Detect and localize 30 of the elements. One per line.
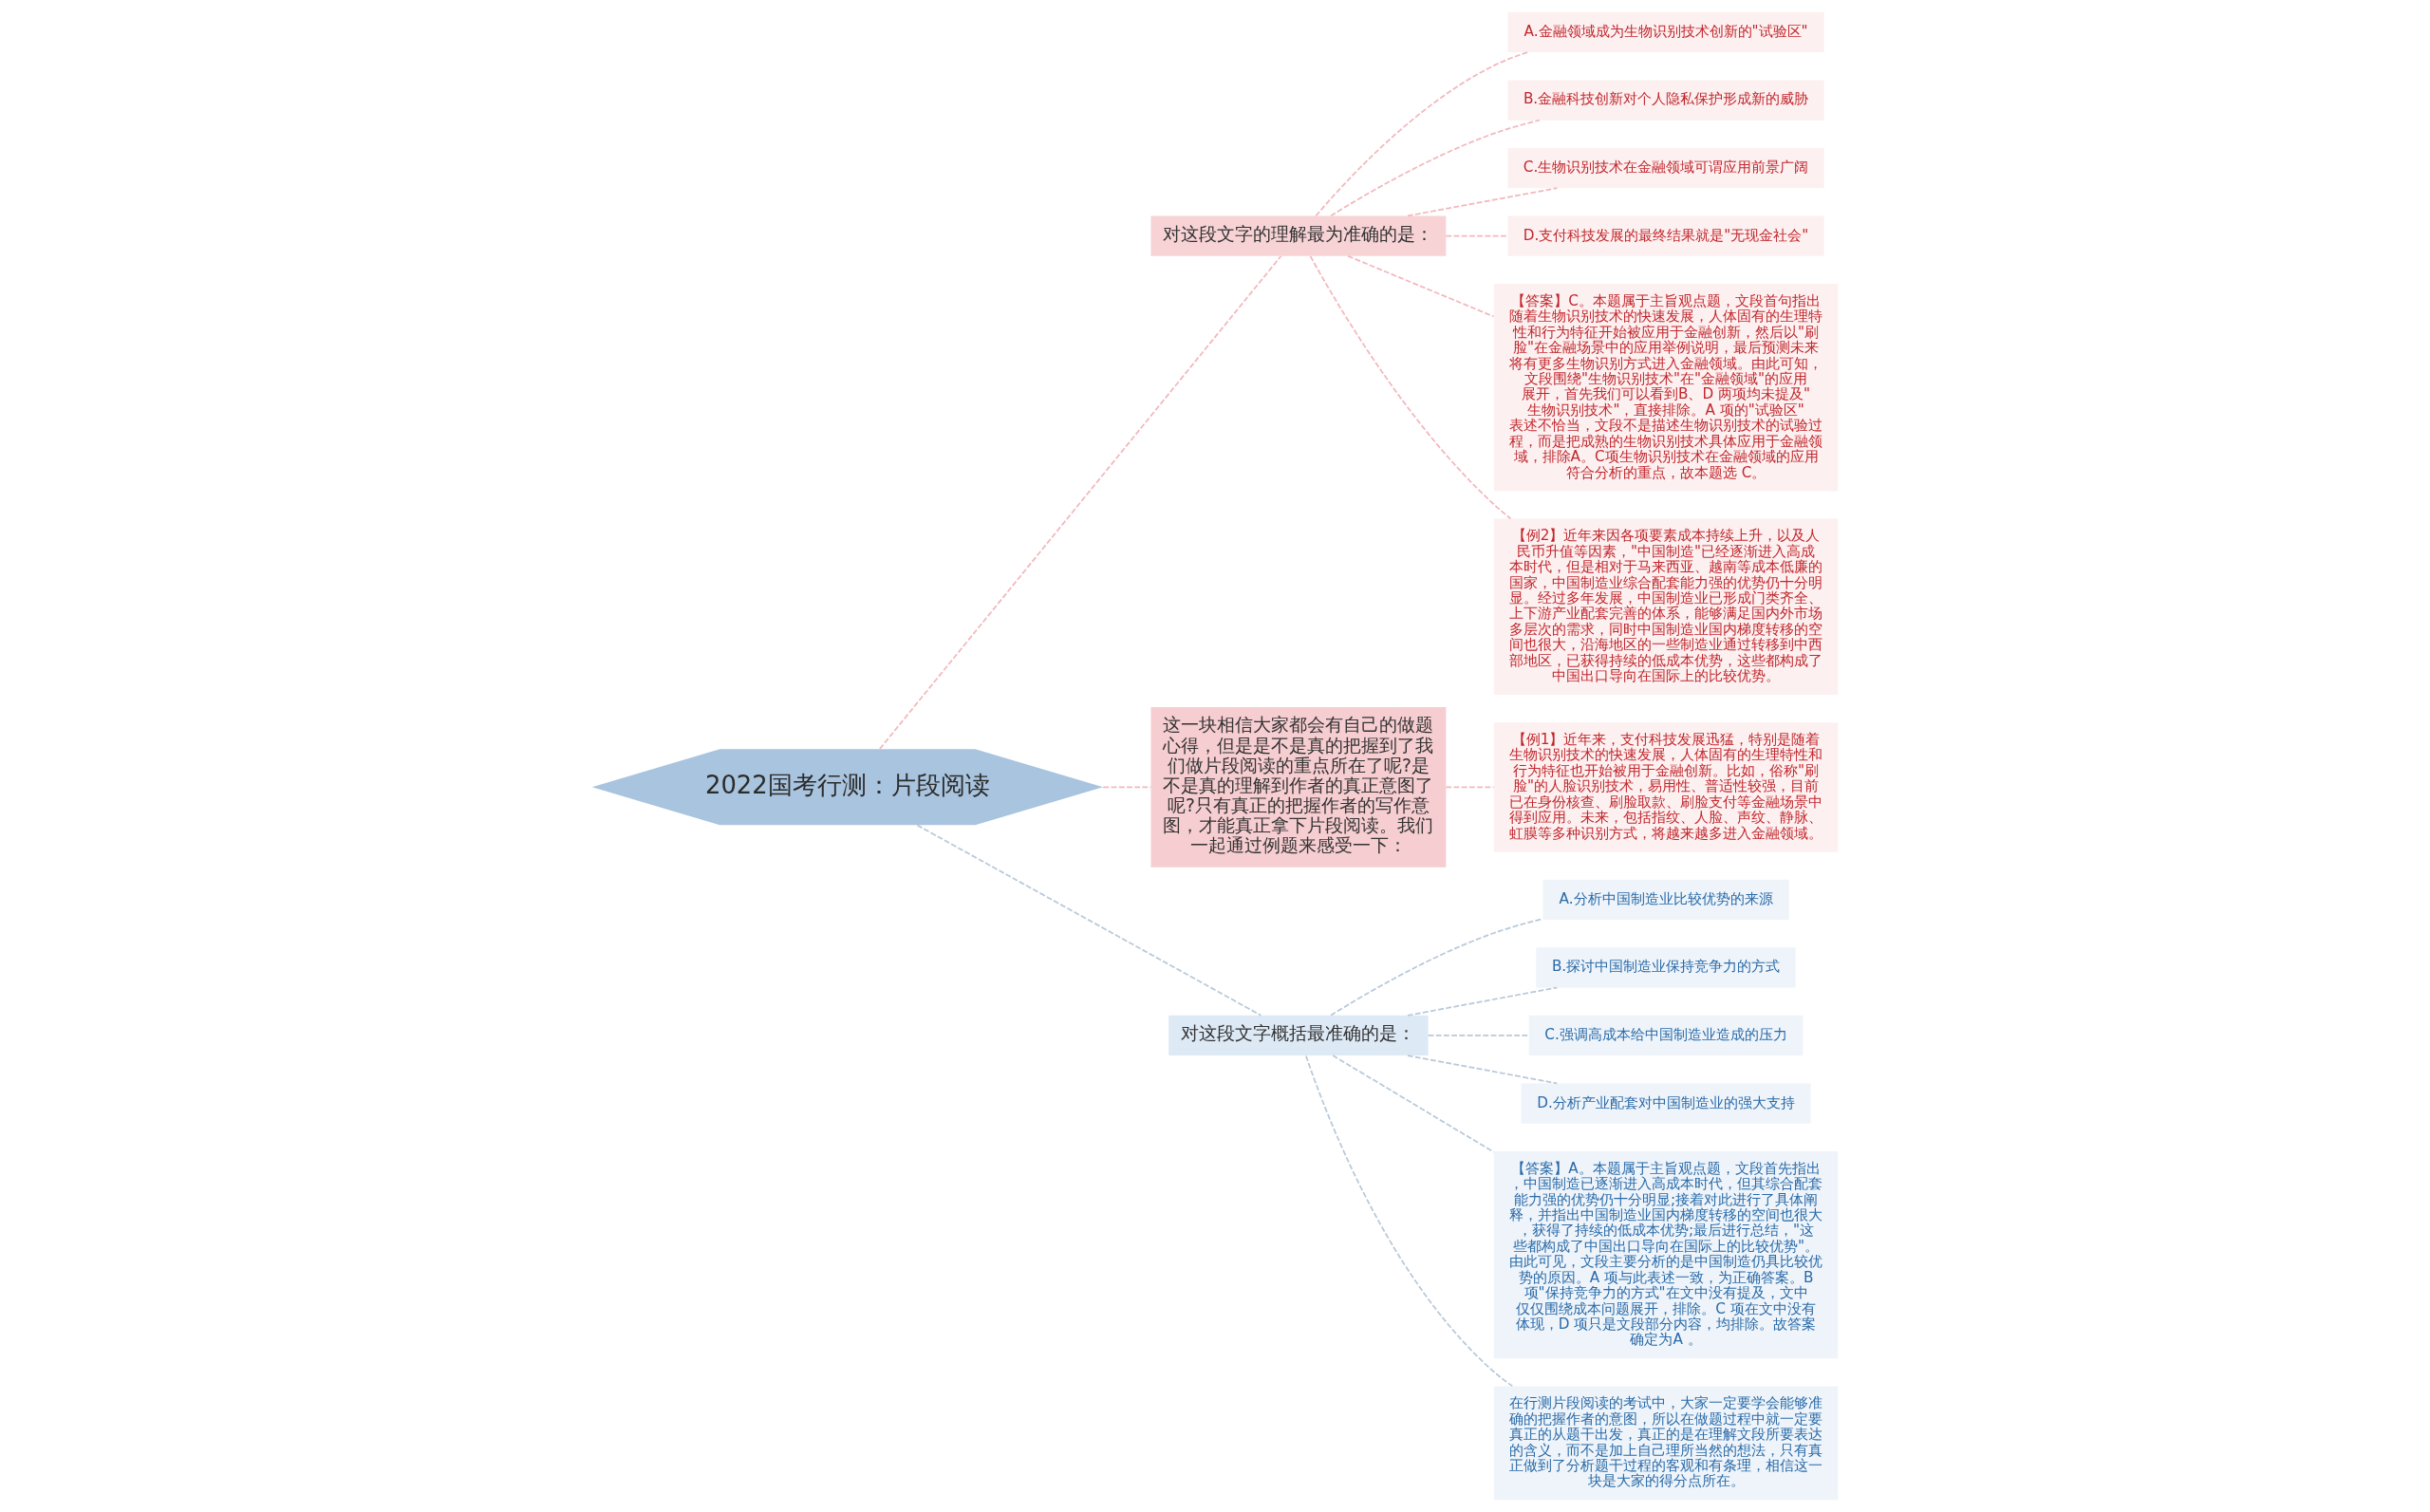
connector xyxy=(1445,234,1509,237)
node-box: C.强调高成本给中国制造业造成的压力 xyxy=(1528,1015,1804,1056)
connector xyxy=(1102,786,1152,789)
connector xyxy=(1427,1035,1530,1036)
node-box: A.金融领域成为生物识别技术创新的"试验区" xyxy=(1507,11,1824,53)
connector xyxy=(916,824,1262,1017)
node-box: D.分析产业配套对中国制造业的强大支持 xyxy=(1521,1083,1811,1124)
connector xyxy=(1330,119,1541,217)
node-box: 【答案】A。本题属于主旨观点题，文段首先指出，中国制造已逐渐进入高成本时代，但其综合配套能力强的优势仍十分明显;接着对此进行了具体阐释，并指出中国制造业国内梯度转移的空间也很大，获得了持续的低成本优势;最后进行总结，"这些都构成了中国出口导向在国际上的比较优势"。由此可见，文段主要分析的是中国制造仍具比较优势的原因。A 项与此表述一致，为正确答案。B 项"保持竞争力的方式"在文中没有提及，文中仅仅围绕成本问题展开，排除。C 项在文中没有体现，D 项只是文段部分内容，均排除。故答案确定为A 。 xyxy=(1493,1150,1839,1359)
connector xyxy=(1332,1055,1495,1153)
node-box: 在行测片段阅读的考试中，大家一定要学会能够准确的把握作者的意图，所以在做题过程中就一定要真正的从题干出发，真正的是在理解文段所要表达的含义，而不是加上自己理所当然的想法，只有真正做到了分析题干过程的客观和有条理，相信这一块是大家的得分点所在。 xyxy=(1493,1386,1839,1501)
connector xyxy=(1445,786,1495,789)
connector xyxy=(879,254,1282,750)
node-box: 【答案】C。本题属于主旨观点题，文段首句指出随着生物识别技术的快速发展，人体固有的生理特性和行为特征开始被应用于金融创新，然后以"刷脸"在金融场景中的应用举例说明，最后预测未来将有更多生物识别方式进入金融领域。由此可知，文段围绕"生物识别技术"在"金融领域"的应用展开，首先我们可以看到B、D 两项均未提及"生物识别技术"，直接排除。A 项的"试验区"表述不恰当，文段不是描述生物识别技术的试验过程，而是把成熟的生物识别技术具体应用于金融领域，排除A。C项生物识别技术在金融领域的应用符合分析的重点，故本题选 C。 xyxy=(1493,284,1839,492)
node-box: B.金融科技创新对个人隐私保护形成新的威胁 xyxy=(1507,80,1824,121)
connector xyxy=(1305,1055,1514,1388)
node-box: C.生物识别技术在金融领域可谓应用前景广阔 xyxy=(1507,147,1824,189)
connector xyxy=(1407,986,1559,1017)
connector xyxy=(1309,255,1512,520)
connector xyxy=(1407,1055,1559,1085)
node-box: 【例2】近年来因各项要素成本持续上升，以及人民币升值等因素，"中国制造"已经逐渐进入高成本时代，但是相对于马来西亚、越南等成本低廉的国家，中国制造业综合配套能力强的优势仍十分明显。经过多年发展，中国制造业已形成门类齐全、上下游产业配套完善的体系，能够满足国内外市场多层次的需求，同时中国制造业国内梯度转移的空间也很大，沿海地区的一些制造业通过转移到中西部地区，已获得持续的低成本优势，这些都构成了中国出口导向在国际上的比较优势。 xyxy=(1493,518,1839,695)
connector xyxy=(1347,254,1495,318)
connector xyxy=(1315,51,1528,217)
node-box: 对这段文字概括最准确的是： xyxy=(1168,1015,1429,1056)
node-box: 这一块相信大家都会有自己的做题心得，但是是不是真的把握到了我们做片段阅读的重点所在了呢?是不是真的理解到作者的真正意图了呢?只有真正的把握作者的写作意图，才能真正拿下片段阅读。我们一起通过例题来感受一下： xyxy=(1150,706,1447,868)
node-box: 对这段文字的理解最为准确的是： xyxy=(1150,215,1447,256)
node-box: B.探讨中国制造业保持竞争力的方式 xyxy=(1536,947,1796,988)
node-box: D.支付科技发展的最终结果就是"无现金社会" xyxy=(1507,215,1824,256)
connector xyxy=(1407,187,1559,217)
node-box: 【例1】近年来，支付科技发展迅猛，特别是随着生物识别技术的快速发展，人体固有的生理特性和行为特征也开始被用于金融创新。比如，俗称"刷脸"的人脸识别技术，易用性、普适性较强，目前已在身份核查、刷脸取款、刷脸支付等金融场景中得到应用。未来，包括指纹、人脸、声纹、静脉、虹膜等多种识别方式，将越来越多进入金融领域。 xyxy=(1493,722,1839,852)
